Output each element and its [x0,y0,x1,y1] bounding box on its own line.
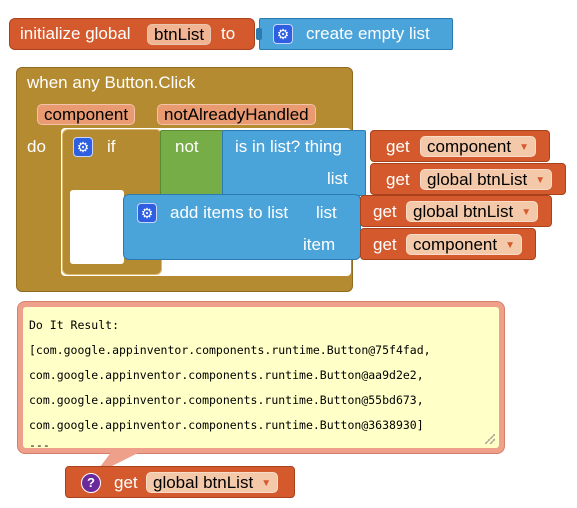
do-it-result-bubble: Do It Result: [com.google.appinventor.co… [17,301,505,454]
add-items-list-label: list [316,203,337,222]
get-label: get [386,137,410,156]
global-btnlist-dropdown-value: global btnList [153,473,254,492]
result-line: com.google.appinventor.components.runtim… [29,418,424,432]
get-label: get [373,235,397,254]
component-dropdown-value: component [427,137,512,156]
global-btnlist-dropdown[interactable]: global btnList ▼ [420,169,553,190]
dropdown-caret-icon: ▼ [535,175,546,186]
not-block[interactable]: not [160,130,224,196]
to-label: to [221,24,236,43]
event-param-not-already-handled[interactable]: notAlreadyHandled [157,104,316,125]
get-global-btnlist-block[interactable]: get global btnList ▼ [370,163,566,195]
gear-icon[interactable]: ⚙ [73,137,93,157]
dropdown-caret-icon: ▼ [519,142,530,153]
initialize-global-label: initialize global [20,24,131,43]
do-label: do [27,137,46,156]
global-btnlist-dropdown[interactable]: global btnList ▼ [406,201,539,222]
get-component-block[interactable]: get component ▼ [360,228,536,260]
resize-handle-icon[interactable] [485,434,495,444]
get-label: get [373,202,397,221]
global-variable-name-field[interactable]: btnList [147,24,212,45]
get-global-btnlist-block[interactable]: ? get global btnList ▼ [65,466,295,498]
component-dropdown[interactable]: component ▼ [406,234,523,255]
result-line: Do It Result: [29,318,120,332]
is-in-list-block[interactable]: is in list? thing list [222,130,366,196]
component-dropdown-value: component [413,235,498,254]
add-items-label: add items to list [170,203,289,222]
global-btnlist-dropdown-value: global btnList [413,202,514,221]
result-line: com.google.appinventor.components.runtim… [29,393,424,407]
help-icon[interactable]: ? [81,473,101,493]
result-line: [com.google.appinventor.components.runti… [29,343,431,357]
create-empty-list-block[interactable]: ⚙ create empty list [256,18,453,50]
component-dropdown[interactable]: component ▼ [420,136,537,157]
get-label: get [114,473,138,492]
get-label: get [386,170,410,189]
dropdown-caret-icon: ▼ [521,207,532,218]
is-in-list-list-label: list [327,169,348,188]
gear-icon[interactable]: ⚙ [137,203,157,223]
initialize-global-block[interactable]: initialize global btnList to [9,18,255,50]
add-items-item-label: item [303,235,336,254]
global-btnlist-dropdown-value: global btnList [427,170,528,189]
get-global-btnlist-block[interactable]: get global btnList ▼ [360,195,552,227]
dropdown-caret-icon: ▼ [505,240,516,251]
result-line: --- [29,438,50,452]
global-btnlist-dropdown[interactable]: global btnList ▼ [146,472,279,493]
is-in-list-label: is in list? thing [235,137,342,156]
create-empty-list-connector [256,28,262,40]
if-then-mouth [70,190,124,264]
event-title: when any Button.Click [27,73,196,92]
dropdown-caret-icon: ▼ [261,478,272,489]
add-items-to-list-block[interactable]: ⚙ add items to list list item [123,194,361,260]
not-label: not [175,137,199,156]
event-param-component[interactable]: component [37,104,136,125]
create-empty-list-label: create empty list [306,24,430,43]
result-line: com.google.appinventor.components.runtim… [29,368,424,382]
gear-icon[interactable]: ⚙ [273,24,293,44]
if-label: if [107,137,116,156]
do-it-result-text-area[interactable]: Do It Result: [com.google.appinventor.co… [23,307,499,452]
get-component-block[interactable]: get component ▼ [370,130,550,162]
